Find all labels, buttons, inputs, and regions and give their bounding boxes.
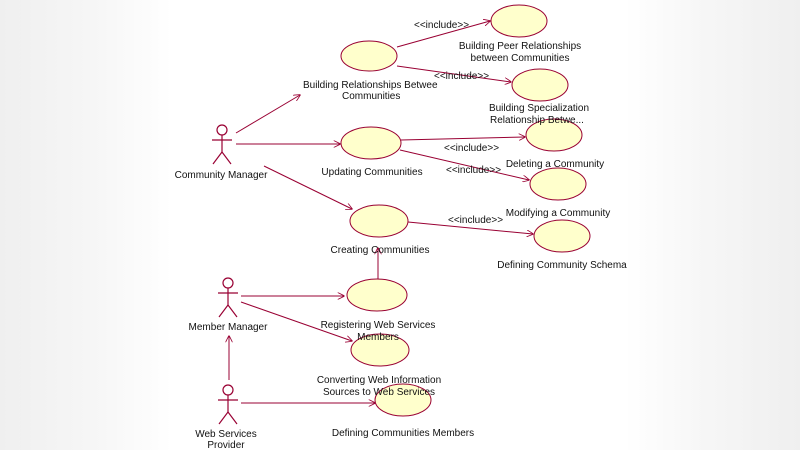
stereotype-include-specialization: <<include>>: [434, 71, 489, 82]
usecase-building-specialization[interactable]: [511, 68, 569, 102]
actor-label-provider-line2: Provider: [207, 440, 245, 450]
usecase-deleting[interactable]: [525, 118, 583, 152]
label-building-spec-2: Relationship Betwe...: [490, 115, 584, 126]
label-building-peer-1: Building Peer Relationships: [459, 41, 581, 52]
label-building-spec-1: Building Specialization: [489, 103, 589, 114]
usecase-registering[interactable]: [346, 278, 408, 312]
usecase-defining-members[interactable]: [374, 383, 432, 417]
association-cm-creating: [263, 165, 352, 209]
background-right: [625, 0, 800, 450]
usecase-defining-schema[interactable]: [533, 219, 591, 253]
label-defining-members: Defining Communities Members: [332, 428, 474, 439]
label-modifying: Modifying a Community: [506, 208, 610, 219]
include-defining-schema: [407, 221, 533, 234]
association-mm-converting: [240, 301, 352, 341]
label-building-relationships-1: Building Relationships Betwee: [303, 80, 438, 91]
actor-label-provider-line1: Web Services: [195, 429, 257, 440]
label-converting-2: Sources to Web Services: [323, 387, 435, 398]
label-building-relationships-2: Communities: [342, 91, 400, 102]
label-deleting: Deleting a Community: [506, 159, 604, 170]
usecase-updating[interactable]: [340, 126, 402, 160]
stereotype-include-peer: <<include>>: [414, 20, 469, 31]
usecase-creating[interactable]: [349, 204, 409, 238]
actor-community-manager[interactable]: [212, 124, 232, 165]
label-creating: Creating Communities: [331, 245, 430, 256]
actor-member-manager[interactable]: [218, 277, 238, 318]
label-registering-1: Registering Web Services: [321, 320, 436, 331]
background-left: [0, 0, 172, 450]
usecase-building-peer[interactable]: [490, 4, 548, 38]
usecase-converting[interactable]: [350, 333, 410, 367]
actor-web-services-provider[interactable]: [218, 384, 238, 425]
include-building-peer: [396, 21, 490, 48]
usecase-modifying[interactable]: [529, 167, 587, 201]
label-updating: Updating Communities: [321, 167, 422, 178]
actor-label-member-manager: Member Manager: [189, 322, 269, 333]
include-modifying: [399, 149, 529, 180]
stereotype-include-schema: <<include>>: [448, 215, 503, 226]
stereotype-include-modifying: <<include>>: [446, 165, 501, 176]
stereotype-include-deleting: <<include>>: [444, 143, 499, 154]
label-defining-schema: Defining Community Schema: [497, 260, 627, 271]
label-building-peer-2: between Communities: [471, 53, 570, 64]
include-building-specialization: [396, 65, 511, 82]
actor-label-community-manager: Community Manager: [175, 170, 268, 181]
association-cm-building-relationships: [235, 95, 300, 134]
label-converting-1: Converting Web Information: [317, 375, 441, 386]
include-deleting: [400, 137, 525, 140]
label-registering-2: Members: [357, 332, 399, 343]
usecase-building-relationships[interactable]: [340, 40, 398, 72]
